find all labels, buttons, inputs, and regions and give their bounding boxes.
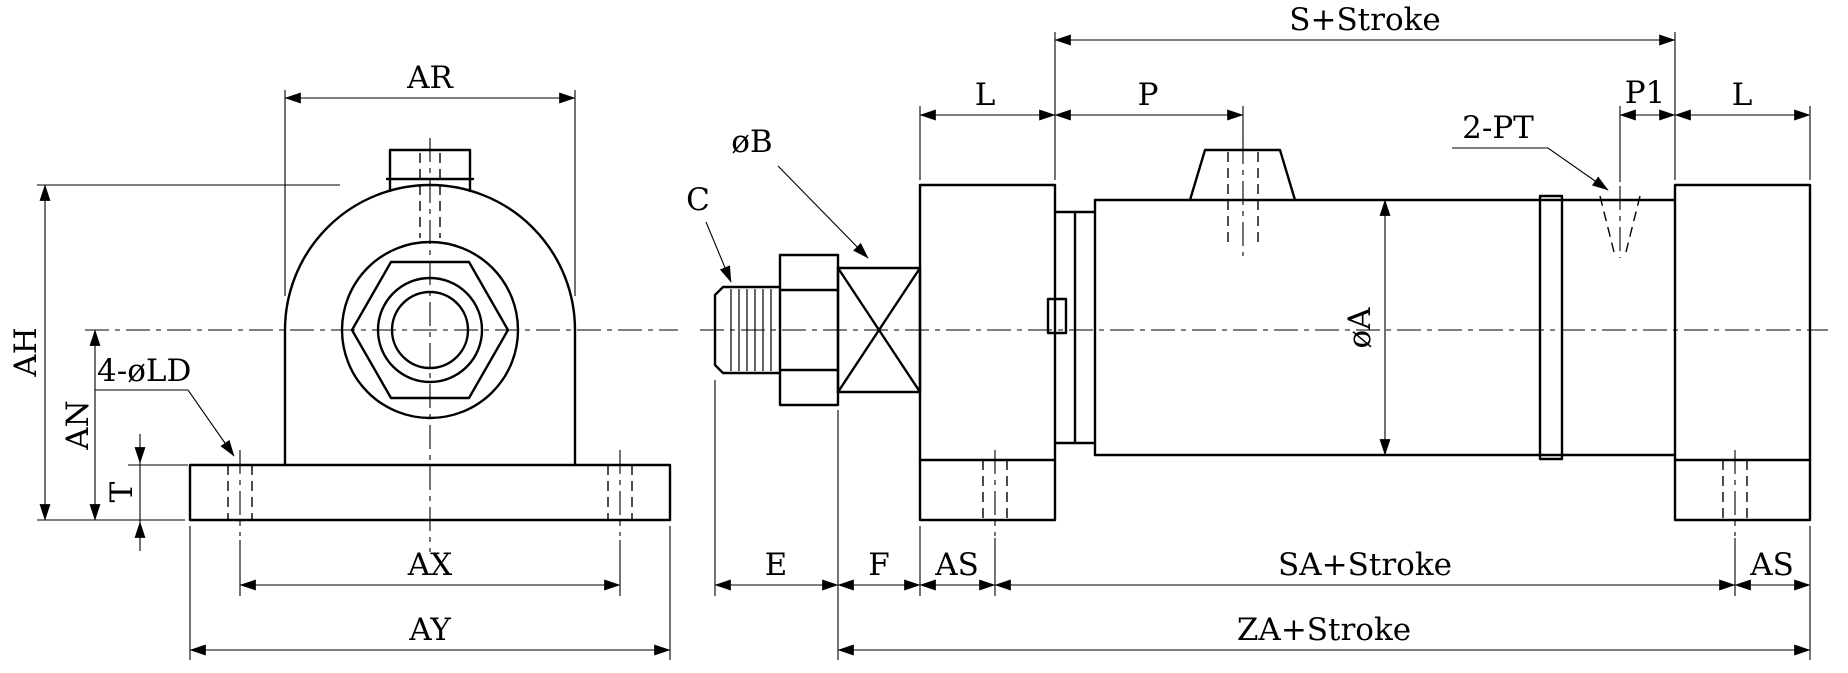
hole-callout-label: 4-øLD	[97, 353, 191, 389]
dim-label-ah: AH	[8, 327, 44, 377]
dim-label-e: E	[765, 547, 788, 583]
thread-callout-label: C	[686, 182, 710, 218]
dim-label-ax: AX	[407, 547, 452, 583]
front-view-extension-lines	[37, 90, 671, 660]
side-view-centerlines	[700, 140, 1828, 536]
dim-label-l-left: L	[975, 77, 996, 113]
rod-dia-label: øB	[731, 124, 772, 160]
front-view-dimensions: AR AH AN T 4-øLD AX AY	[8, 60, 671, 660]
dim-label-sa-stroke: SA+Stroke	[1278, 547, 1452, 583]
dim-label-an: AN	[60, 400, 96, 451]
dim-label-as-left: AS	[934, 547, 979, 583]
dim-label-l-right: L	[1732, 77, 1753, 113]
bore-dia-label: øA	[1342, 307, 1378, 349]
side-view-extension-lines	[714, 32, 1811, 660]
dim-label-ar: AR	[406, 60, 454, 96]
front-view-centerlines	[85, 138, 678, 552]
dim-label-p1: P1	[1625, 75, 1666, 111]
dim-label-za-stroke: ZA+Stroke	[1237, 612, 1411, 648]
hole-callout-leader	[95, 389, 235, 457]
dim-label-p: P	[1138, 77, 1159, 113]
rod-dia-leader	[777, 165, 869, 259]
dim-label-t: T	[104, 481, 140, 502]
thread-callout-leader	[705, 221, 732, 283]
dim-label-f: F	[868, 547, 890, 583]
dim-label-s-stroke: S+Stroke	[1289, 2, 1441, 38]
front-view	[85, 138, 678, 552]
front-view-hidden-lines	[227, 153, 633, 520]
dim-label-as-right: AS	[1749, 547, 1794, 583]
side-view	[700, 140, 1828, 536]
port-callout-leader	[1452, 147, 1609, 191]
side-view-dimensions: S+Stroke L P P1 L 2-PT øB C øA E F AS SA…	[686, 2, 1811, 660]
dim-label-ay: AY	[408, 612, 451, 648]
side-view-hidden-lines	[982, 152, 1748, 520]
port-callout-label: 2-PT	[1462, 110, 1534, 146]
